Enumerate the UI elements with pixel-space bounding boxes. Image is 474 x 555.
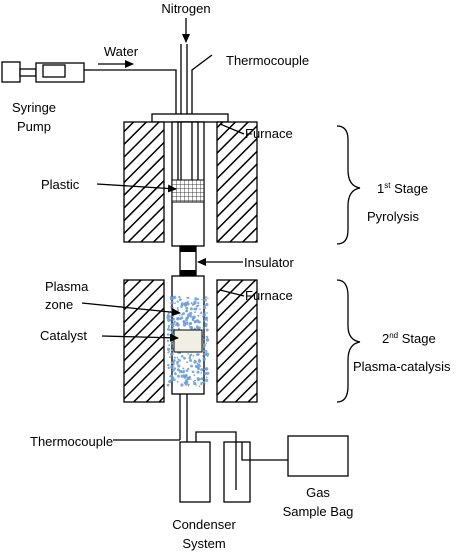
condenser-label-line2: System: [182, 536, 225, 551]
condenser-label-line1: Condenser: [172, 517, 236, 532]
furnace-2-left: [123, 279, 165, 403]
plasma-catalysis-label: Plasma-catalysis: [353, 359, 451, 374]
syringe-pump: [1, 61, 92, 83]
gas-bag-label-line1: Gas: [306, 485, 330, 500]
furnace-top-label: Furnace: [245, 126, 293, 141]
insulator-label: Insulator: [244, 255, 295, 270]
stage2-brace: [336, 279, 361, 403]
plastic-arrow: [96, 183, 177, 193]
thermocouple-bottom-label: Thermocouple: [30, 434, 113, 449]
condenser-1: [179, 441, 211, 503]
reactor-flange: [151, 113, 229, 123]
condenser-2: [223, 441, 251, 503]
gas-sample-bag: [287, 435, 349, 477]
catalyst-label: Catalyst: [40, 328, 87, 343]
plastic-sample: [171, 179, 205, 203]
pyrolysis-label: Pyrolysis: [367, 209, 420, 224]
plasma-zone-label-line2: zone: [45, 297, 73, 312]
water-label: Water: [104, 44, 139, 59]
furnace-1-right: [216, 121, 258, 243]
thermocouple-top-label: Thermocouple: [226, 53, 309, 68]
syringe-pump-label-line1: Syringe: [12, 100, 56, 115]
stage2-label: 2nd Stage: [382, 331, 436, 346]
plastic-label: Plastic: [41, 177, 80, 192]
catalyst-arrow: [101, 333, 179, 342]
plasma-zone-arrow: [81, 302, 181, 317]
plasma-zone-label-line1: Plasma: [45, 279, 89, 294]
furnace-2-right: [216, 279, 258, 403]
gas-bag-label-line2: Sample Bag: [283, 504, 354, 519]
nitrogen-label: Nitrogen: [161, 1, 210, 16]
furnace-1-left: [123, 121, 165, 243]
catalyst-bed: [173, 329, 203, 353]
stage1-brace: [336, 125, 361, 245]
furnace-bottom-label: Furnace: [245, 288, 293, 303]
syringe-pump-label-line2: Pump: [17, 119, 51, 134]
stage1-label: 1st Stage: [377, 181, 428, 196]
